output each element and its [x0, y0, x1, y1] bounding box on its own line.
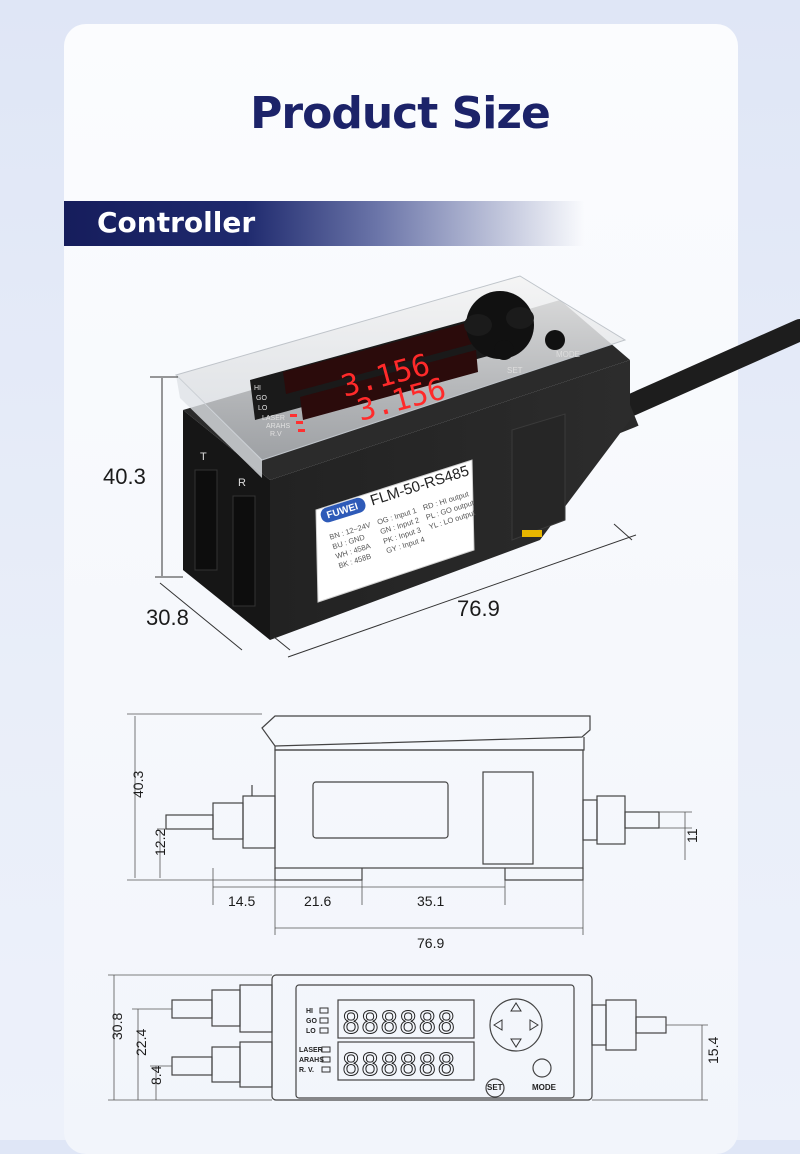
top-indicator-laser: LASER: [299, 1047, 323, 1054]
top-mode-label: MODE: [532, 1083, 557, 1092]
page-title: Product Size: [250, 88, 551, 139]
photo-set-button: [494, 340, 514, 360]
indicator-rv: R.V: [270, 431, 282, 438]
top-set-label: SET: [487, 1083, 503, 1092]
top-indicator-arahs: ARAHS: [299, 1057, 324, 1064]
section-label: Controller: [97, 206, 256, 239]
side-view-drawing: [127, 713, 692, 935]
controller-photo: 3.156 3.156 HI GO LO LASER ARAHS R.V SET…: [103, 275, 800, 658]
side-view-dims: 40.3 12.2 11 14.5 21.6 35.1 76.9: [130, 771, 700, 951]
top-indicator-lo: LO: [306, 1028, 316, 1035]
left-arrow-icon: [493, 1019, 503, 1031]
product-label: FUWEI FLM-50-RS485 BN : 12~24V BU : GND …: [315, 459, 477, 603]
top-dim-mid: 22.4: [133, 1029, 149, 1056]
photo-set-label: SET: [507, 366, 523, 375]
right-arrow-icon: [529, 1019, 539, 1031]
dim-depth: 30.8: [146, 605, 189, 630]
top-dim-low: 8.4: [148, 1065, 164, 1085]
top-indicator-hi: HI: [306, 1008, 313, 1015]
section-header-bar: [64, 201, 584, 246]
dim-height: 40.3: [103, 464, 146, 489]
side-dim-port: 12.2: [152, 829, 168, 856]
down-arrow-icon: [510, 1038, 522, 1048]
photo-mode-label: MODE: [556, 350, 580, 359]
side-dim-seg1: 14.5: [228, 893, 255, 909]
port-r-label: R: [238, 477, 246, 489]
top-indicator-go: GO: [306, 1018, 317, 1025]
top-indicator-rv: R. V.: [299, 1067, 314, 1074]
top-digits-upper: 888888: [342, 1006, 456, 1041]
indicator-arahs: ARAHS: [266, 423, 290, 430]
port-t-label: T: [200, 451, 207, 463]
indicator-hi: HI: [254, 385, 261, 392]
dim-length: 76.9: [457, 596, 500, 621]
side-dim-seg3: 35.1: [417, 893, 444, 909]
top-view-labels: HI GO LO LASER ARAHS R. V. 888888 888888…: [109, 1002, 721, 1092]
top-dim-height: 30.8: [109, 1013, 125, 1040]
up-arrow-icon: [510, 1002, 522, 1012]
side-dim-total: 76.9: [417, 935, 444, 951]
top-dim-right: 15.4: [705, 1037, 721, 1064]
top-digits-lower: 888888: [342, 1048, 456, 1083]
indicator-go: GO: [256, 395, 267, 402]
side-dim-right: 11: [684, 828, 700, 843]
indicator-lo: LO: [258, 405, 268, 412]
photo-mode-button: [545, 330, 565, 350]
side-dim-seg2: 21.6: [304, 893, 331, 909]
indicator-laser: LASER: [262, 415, 285, 422]
side-dim-height: 40.3: [130, 771, 146, 798]
top-view-drawing: [108, 974, 708, 1101]
